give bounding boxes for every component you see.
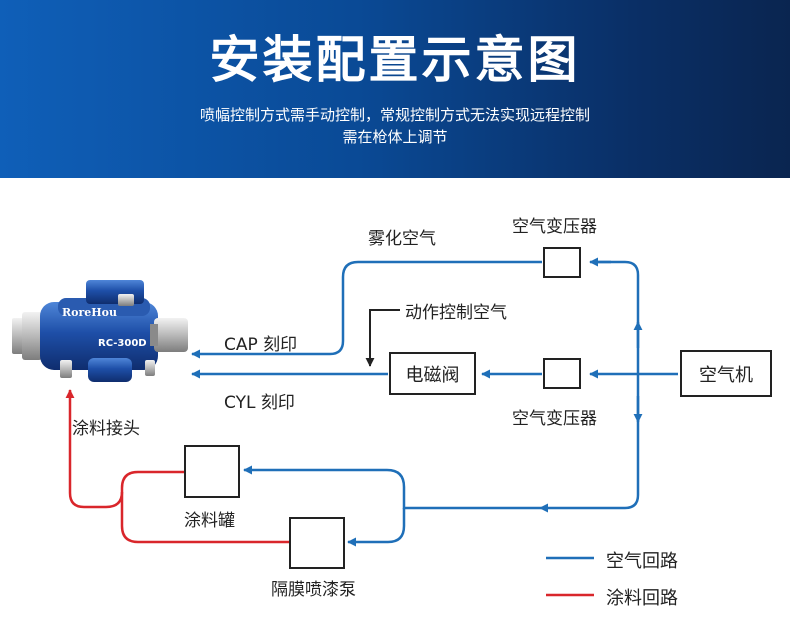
air-to-pump-branch <box>347 508 406 547</box>
upper-regulator-label: 空气变压器 <box>512 217 597 237</box>
cyl-port-label: CYL 刻印 <box>224 393 295 413</box>
solenoid-valve-box: 电磁阀 <box>389 352 476 395</box>
lower-air-regulator-box <box>543 358 581 389</box>
paint-to-gun-line <box>65 389 124 509</box>
legend-air-label: 空气回路 <box>606 551 678 572</box>
action-air-arrow <box>365 309 400 367</box>
gun-brand-text: RoreHou <box>62 306 117 319</box>
action-air-label: 动作控制空气 <box>405 303 507 323</box>
paint-tank-label: 涂料罐 <box>184 511 235 531</box>
lower-regulator-label: 空气变压器 <box>512 409 597 429</box>
diaphragm-pump-box <box>289 517 345 569</box>
cap-port-label: CAP 刻印 <box>224 335 298 355</box>
upper-air-regulator-box <box>543 247 581 278</box>
subtitle-line-1: 喷幅控制方式需手动控制，常规控制方式无法实现远程控制 <box>199 106 590 124</box>
atomizing-air-label: 雾化空气 <box>368 229 436 249</box>
regulator-to-cap-line <box>191 260 542 359</box>
air-compressor-box: 空气机 <box>680 350 772 397</box>
subtitle-line-2: 需在枪体上调节 <box>342 128 448 146</box>
diaphragm-pump-label: 隔膜喷漆泵 <box>271 580 356 600</box>
gun-model-text: RC-300D <box>98 338 147 349</box>
spray-gun: RoreHou RC-300D <box>12 280 188 382</box>
air-loop-right <box>539 260 640 513</box>
air-to-pump-and-tank-line <box>243 465 540 510</box>
paint-loop <box>120 470 290 544</box>
legend-paint-label: 涂料回路 <box>606 588 678 609</box>
header-banner: 安装配置示意图 喷幅控制方式需手动控制，常规控制方式无法实现远程控制 需在枪体上… <box>0 0 790 178</box>
paint-tank-box <box>184 445 240 498</box>
page-title: 安装配置示意图 <box>209 30 581 89</box>
material-fitting-label: 涂料接头 <box>72 419 140 439</box>
